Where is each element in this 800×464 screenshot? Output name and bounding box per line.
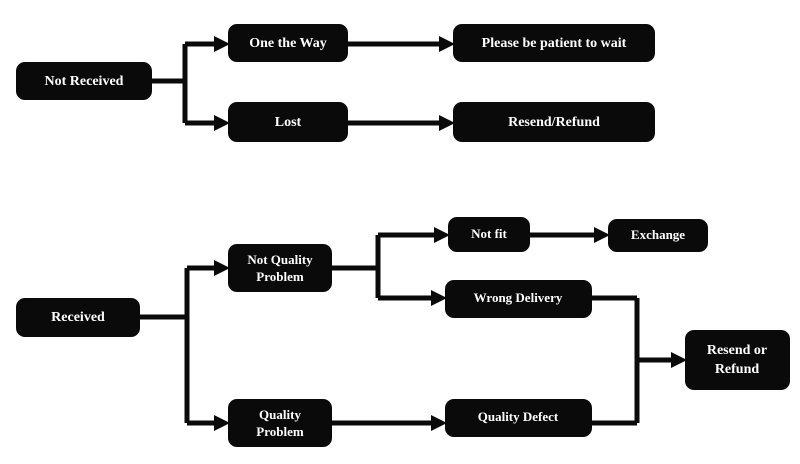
node-not-quality-problem-label-line2: Problem: [256, 269, 304, 284]
node-please-wait-label: Please be patient to wait: [482, 36, 627, 51]
node-quality-defect-box[interactable]: [445, 399, 592, 437]
arrowhead-wrong-delivery: [431, 290, 447, 306]
node-exchange[interactable]: Exchange: [608, 219, 708, 252]
node-exchange-box[interactable]: [608, 219, 708, 252]
connector-group-received: [140, 227, 687, 431]
node-received[interactable]: Received: [16, 298, 140, 337]
node-resend-or-refund[interactable]: Resend or Refund: [685, 330, 790, 390]
node-quality-defect-label: Quality Defect: [478, 409, 559, 424]
node-lost-label: Lost: [275, 115, 302, 130]
arrowhead-quality-defect: [431, 415, 447, 431]
node-please-wait-box[interactable]: [453, 24, 655, 62]
node-quality-problem-box[interactable]: [228, 399, 332, 447]
node-lost-box[interactable]: [228, 102, 348, 142]
node-not-received-box[interactable]: [16, 62, 152, 100]
node-resend-refund-label: Resend/Refund: [508, 115, 600, 130]
node-not-quality-problem-label-line1: Not Quality: [247, 252, 313, 267]
arrowhead-quality-problem: [214, 415, 230, 431]
arrowhead-resend-or-refund: [671, 352, 687, 368]
arrowhead-not-quality-problem: [214, 260, 230, 276]
node-not-quality-problem[interactable]: Not Quality Problem: [228, 244, 332, 292]
node-received-label: Received: [51, 310, 105, 325]
node-resend-or-refund-label-line1: Resend or: [707, 343, 767, 358]
arrowhead-please-wait: [439, 36, 455, 52]
node-received-box[interactable]: [16, 298, 140, 337]
arrowhead-resend-refund: [439, 115, 455, 131]
node-wrong-delivery-label: Wrong Delivery: [474, 290, 563, 305]
node-not-received[interactable]: Not Received: [16, 62, 152, 100]
node-not-fit-label: Not fit: [471, 226, 507, 241]
node-resend-or-refund-box[interactable]: [685, 330, 790, 390]
arrowhead-not-fit: [434, 227, 450, 243]
node-not-quality-problem-box[interactable]: [228, 244, 332, 292]
node-wrong-delivery-box[interactable]: [445, 280, 592, 318]
node-not-fit-box[interactable]: [448, 217, 530, 252]
node-please-wait[interactable]: Please be patient to wait: [453, 24, 655, 62]
arrowhead-exchange: [594, 227, 610, 243]
node-wrong-delivery[interactable]: Wrong Delivery: [445, 280, 592, 318]
node-resend-or-refund-label-line2: Refund: [715, 362, 760, 377]
connector-group-not-received: [152, 36, 455, 131]
node-not-fit[interactable]: Not fit: [448, 217, 530, 252]
node-one-the-way-box[interactable]: [228, 24, 348, 62]
node-not-received-label: Not Received: [45, 74, 124, 89]
node-exchange-label: Exchange: [631, 227, 685, 242]
node-quality-defect[interactable]: Quality Defect: [445, 399, 592, 437]
arrowhead-one-the-way: [214, 36, 230, 52]
node-quality-problem-label-line2: Problem: [256, 424, 304, 439]
arrowhead-lost: [214, 115, 230, 131]
node-one-the-way[interactable]: One the Way: [228, 24, 348, 62]
node-resend-refund[interactable]: Resend/Refund: [453, 102, 655, 142]
node-resend-refund-box[interactable]: [453, 102, 655, 142]
node-lost[interactable]: Lost: [228, 102, 348, 142]
node-quality-problem[interactable]: Quality Problem: [228, 399, 332, 447]
node-one-the-way-label: One the Way: [249, 36, 327, 51]
node-quality-problem-label-line1: Quality: [259, 407, 301, 422]
